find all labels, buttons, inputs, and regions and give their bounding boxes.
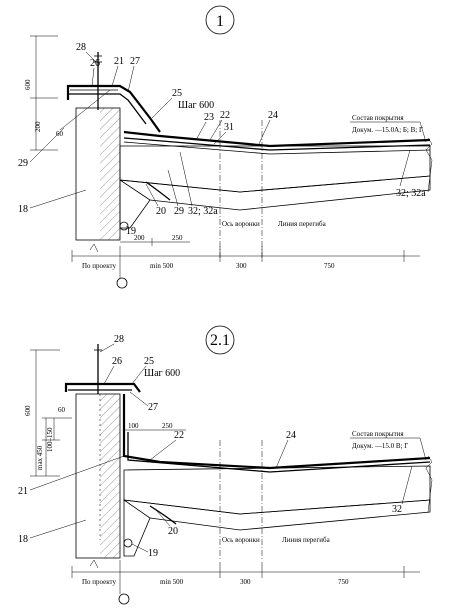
detail-2-coating-doc: Докум. —15.0 В; Г — [352, 442, 408, 450]
detail-2-fold-label: Линия перегиба — [282, 536, 331, 544]
detail-1-fold-label: Линия перегиба — [278, 220, 327, 228]
detail-1-callouts: 28 26 21 27 25 22 23 31 24 29 18 20 29 — [18, 42, 426, 237]
detail-2-axis-marker — [118, 593, 130, 605]
callout-32-32a-right: 32; 32а — [396, 188, 426, 199]
detail-2-membrane — [122, 394, 431, 470]
detail-1-dim-po-proektu: По проекту — [82, 262, 117, 270]
callout-25: 25 — [172, 88, 182, 99]
detail-1: 1 Ось воронки Линия перегиба — [18, 5, 433, 289]
callout-28: 28 — [114, 334, 124, 345]
detail-1-axis-marker — [116, 277, 128, 289]
detail-1-pipe — [119, 221, 129, 231]
detail-1-dim-300: 300 — [236, 262, 247, 270]
detail-2-dim-250: 250 — [162, 422, 173, 430]
detail-1-step: Шаг 600 — [178, 100, 214, 111]
detail-1-dim-200b: 200 — [134, 234, 145, 242]
detail-2-dim-60: 60 — [58, 406, 66, 414]
detail-2-dim-300: 300 — [240, 578, 251, 586]
detail-2-pipe — [123, 538, 133, 548]
callout-32: 32 — [392, 504, 402, 515]
detail-2-dim-100-150: 100–150 — [46, 427, 54, 452]
callout-24: 24 — [268, 110, 278, 121]
callout-26: 26 — [112, 356, 122, 367]
detail-2-dim-100: 100 — [128, 422, 139, 430]
detail-1-coating-doc: Докум. —15.0А; Б; В; Г — [352, 126, 423, 134]
detail-2-dim-600: 600 — [24, 405, 32, 416]
detail-2-axis-label: Ось воронки — [222, 536, 260, 544]
detail-1-dim-60: 60 — [56, 130, 64, 138]
callout-19: 19 — [148, 548, 158, 559]
detail-1-insulation — [119, 145, 431, 193]
callout-28: 28 — [76, 42, 86, 53]
callout-22: 22 — [220, 110, 230, 121]
detail-2-number-circle — [205, 325, 235, 355]
callout-22: 22 — [174, 430, 184, 441]
callout-27: 27 — [148, 402, 158, 413]
callout-18: 18 — [18, 204, 28, 215]
detail-1-dim-750: 750 — [324, 262, 335, 270]
callout-21: 21 — [114, 56, 124, 67]
callout-29b: 29 — [174, 206, 184, 217]
detail-1-dim-min500: min 500 — [150, 262, 174, 270]
callout-18: 18 — [18, 534, 28, 545]
callout-23: 23 — [204, 112, 214, 123]
detail-2-dim-max450: max 450 — [36, 445, 44, 470]
callout-21: 21 — [18, 486, 28, 497]
detail-2-dim-min500: min 500 — [160, 578, 184, 586]
detail-1-dim-600: 600 — [24, 79, 32, 90]
detail-1-dim-250: 250 — [172, 234, 183, 242]
detail-2-cap-flashing — [64, 382, 141, 393]
callout-20: 20 — [156, 206, 166, 217]
detail-1-cap-flashing — [66, 84, 161, 133]
callout-20: 20 — [168, 526, 178, 537]
detail-2-slab — [123, 499, 431, 531]
detail-2-coating-title: Состав покрытия — [352, 430, 404, 438]
detail-2-callouts: 28 26 25 27 22 24 21 20 18 19 32 — [18, 334, 413, 559]
callout-19: 19 — [126, 226, 136, 237]
callout-29: 29 — [18, 158, 28, 169]
detail-2-dim-750: 750 — [338, 578, 349, 586]
detail-1-number: 1 — [216, 13, 224, 30]
callout-32-32a: 32; 32а — [188, 206, 218, 217]
detail-2-number: 2.1 — [210, 332, 230, 349]
detail-2-1: 2.1 Ось воронки Линия перегиба — [18, 325, 433, 605]
detail-1-coating-title: Состав покрытия — [352, 114, 404, 122]
detail-1-number-circle — [205, 5, 235, 35]
callout-24: 24 — [286, 430, 296, 441]
detail-2-insulation — [123, 465, 431, 515]
detail-2-step: Шаг 600 — [144, 368, 180, 379]
callout-26: 26 — [90, 58, 100, 69]
detail-2-dim-po-proektu: По проекту — [82, 578, 117, 586]
detail-1-membrane — [123, 130, 431, 148]
callout-31: 31 — [224, 122, 234, 133]
detail-1-dim-200: 200 — [34, 121, 42, 132]
callout-27: 27 — [130, 56, 140, 67]
detail-1-axis-label: Ось воронки — [222, 220, 260, 228]
detail-1-slab — [119, 175, 431, 211]
callout-25: 25 — [144, 356, 154, 367]
